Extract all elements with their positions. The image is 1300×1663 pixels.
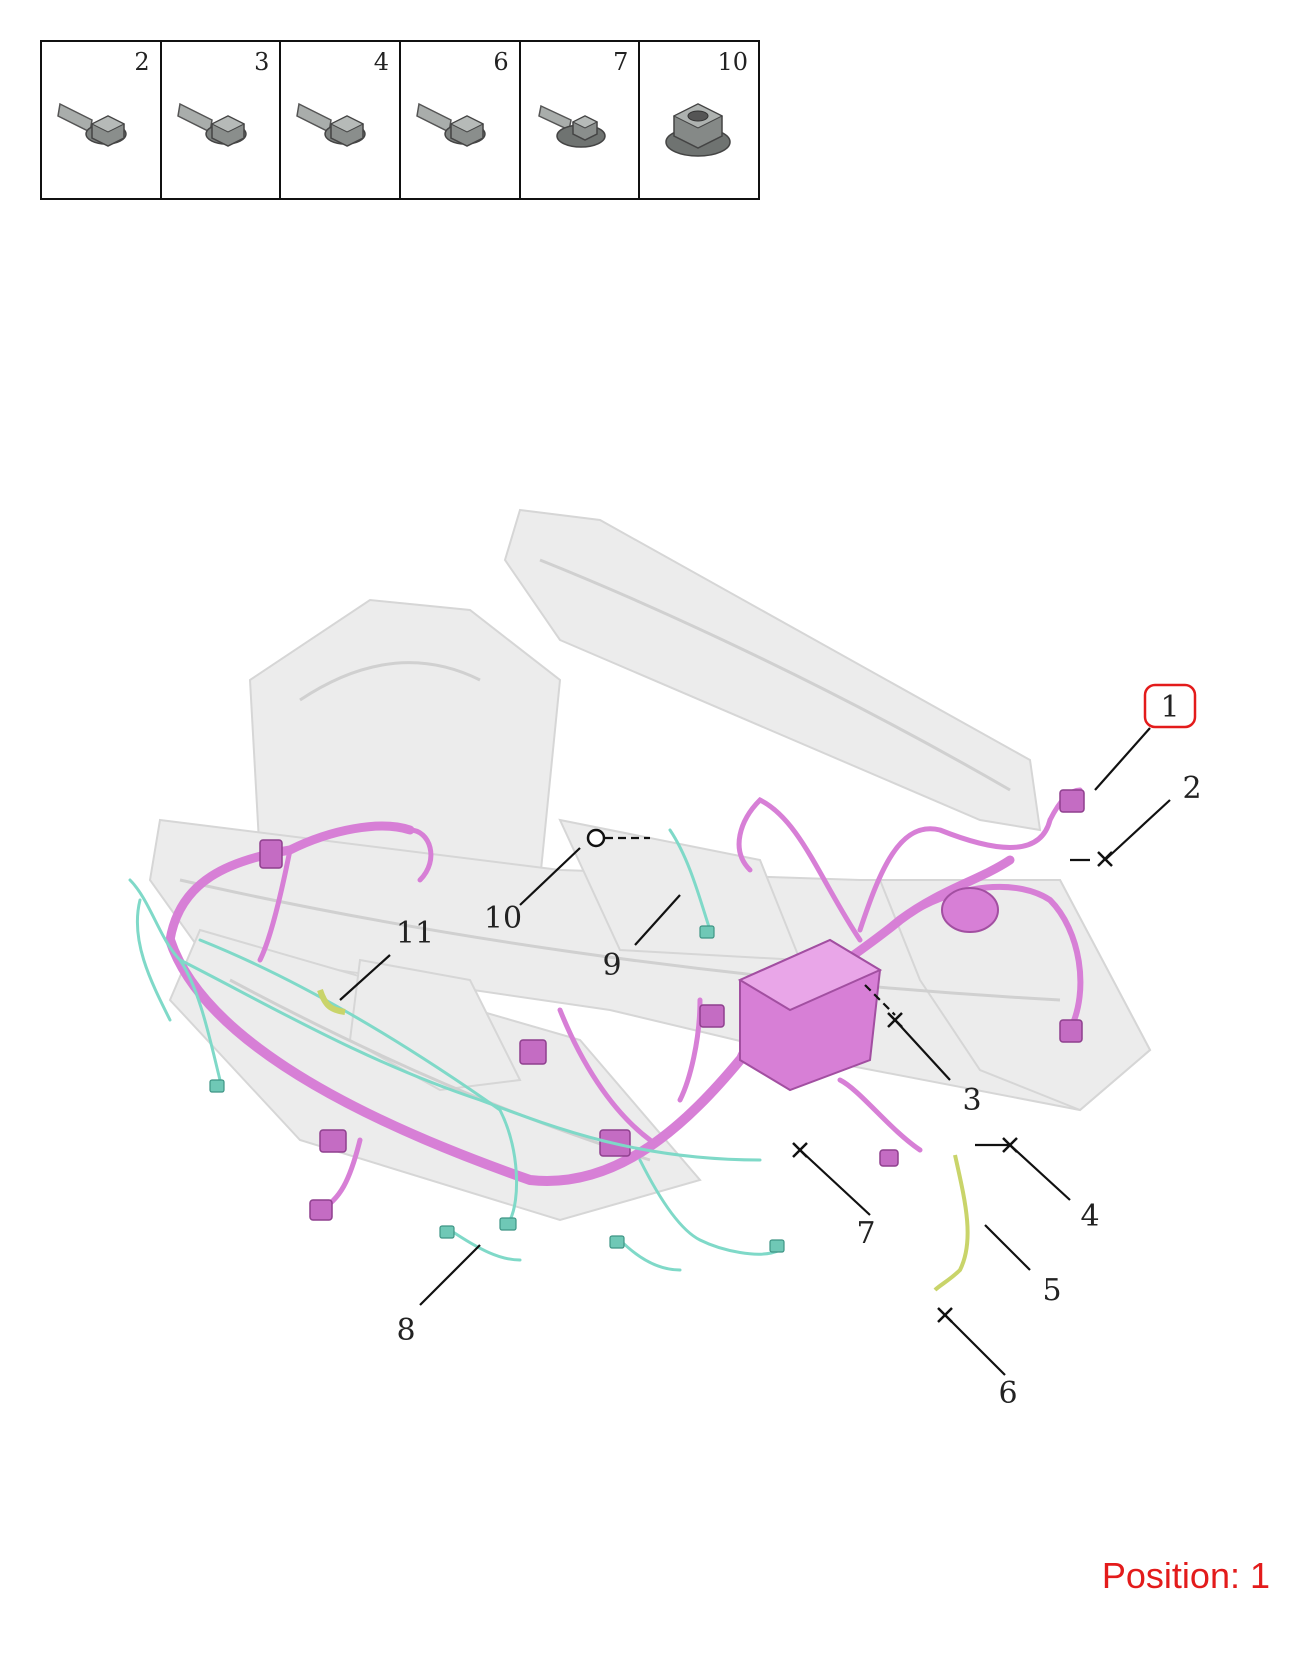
position-label: Position: 1: [1101, 1555, 1270, 1596]
callout-11[interactable]: 11: [396, 916, 434, 951]
fastener-markers: [792, 851, 1113, 1323]
callout-5[interactable]: 5: [1042, 1273, 1061, 1308]
callout-10[interactable]: 10: [484, 901, 522, 936]
fastener-number: 2: [134, 48, 150, 76]
flange-bolt-icon: [416, 102, 486, 147]
leader-lines: [339, 727, 1171, 1376]
washer-bolt-icon: [537, 104, 606, 148]
fastener-cell[interactable]: 10: [640, 42, 758, 198]
callout-2[interactable]: 2: [1182, 771, 1201, 806]
fastener-number: 7: [613, 48, 629, 76]
fastener-number: 3: [254, 48, 270, 76]
callout-9[interactable]: 9: [602, 948, 621, 983]
flange-nut-icon: [665, 103, 732, 157]
fastener-table: 2 3 4 6: [40, 40, 760, 200]
flange-bolt-icon: [57, 102, 127, 147]
flange-bolt-icon: [296, 102, 367, 147]
fastener-cell[interactable]: 3: [162, 42, 282, 198]
callout-3[interactable]: 3: [962, 1083, 981, 1118]
secondary-harness: [128, 828, 782, 1272]
harness-connectors: [259, 789, 1085, 1221]
callout-8[interactable]: 8: [396, 1313, 415, 1348]
fastener-cell[interactable]: 4: [281, 42, 402, 198]
callout-highlight: [1143, 683, 1197, 729]
ground-lead: [317, 989, 346, 1015]
fastener-cell[interactable]: 7: [521, 42, 641, 198]
callout-1[interactable]: 1: [1160, 690, 1179, 725]
nut-marker: [586, 828, 606, 848]
fuse-box: [737, 938, 883, 1092]
body-structure: [148, 508, 1152, 1222]
callout-4[interactable]: 4: [1080, 1199, 1099, 1234]
flange-bolt-icon: [176, 102, 247, 147]
fastener-number: 6: [493, 48, 509, 76]
ground-strap: [933, 1154, 970, 1292]
callout-7[interactable]: 7: [856, 1216, 875, 1251]
fastener-cell[interactable]: 6: [401, 42, 521, 198]
callout-6[interactable]: 6: [998, 1376, 1017, 1411]
secondary-connectors: [209, 925, 785, 1253]
fastener-cell[interactable]: 2: [42, 42, 162, 198]
fastener-number: 10: [717, 48, 749, 76]
grommet: [941, 887, 999, 933]
fastener-number: 4: [373, 48, 390, 76]
